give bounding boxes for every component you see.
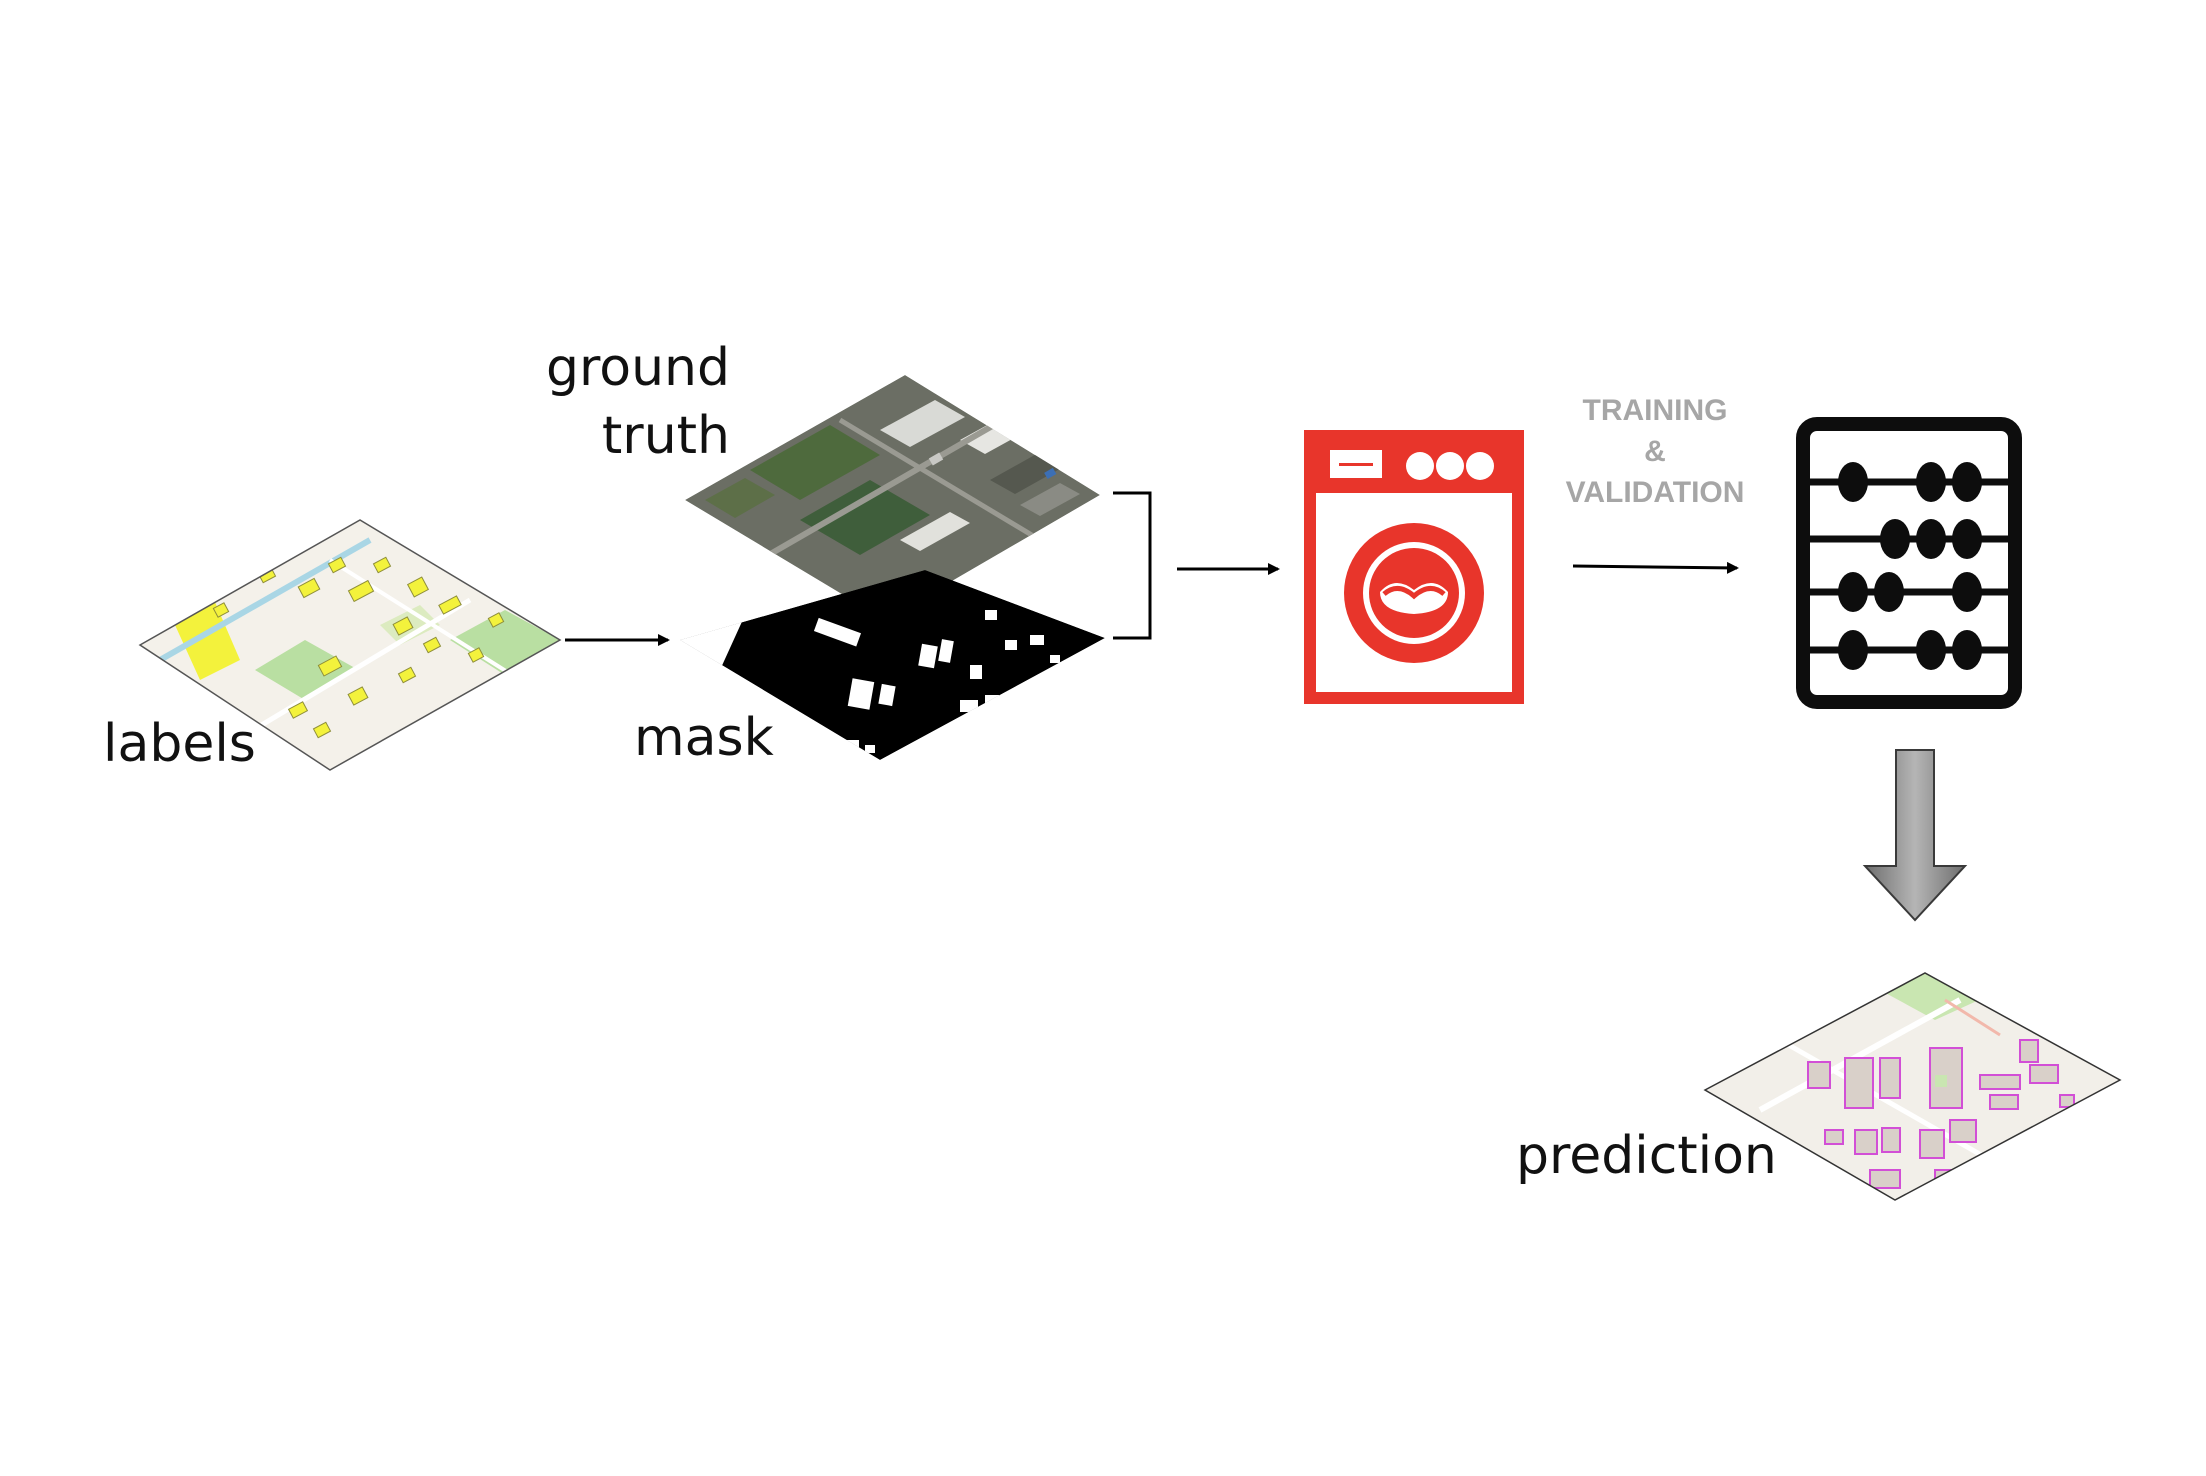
validation-text: VALIDATION xyxy=(1565,476,1745,509)
mask-caption: mask xyxy=(634,708,774,768)
merge-bracket xyxy=(1113,491,1152,640)
labels-map-tile xyxy=(138,519,562,771)
abacus-icon xyxy=(1796,417,2022,709)
machine-to-model-arrow xyxy=(1572,561,1739,574)
training-validation-label: TRAINING & VALIDATION xyxy=(1535,390,1775,513)
down-arrow-icon xyxy=(1862,749,1968,922)
ampersand-text: & xyxy=(1644,435,1666,468)
prediction-map-tile xyxy=(1703,972,2122,1201)
ground-truth-aerial-tile xyxy=(685,375,1100,620)
prediction-caption: prediction xyxy=(1516,1126,1777,1186)
labels-caption: labels xyxy=(103,714,256,774)
ground-truth-caption-line1: ground xyxy=(546,338,730,398)
training-text: TRAINING xyxy=(1582,394,1728,427)
washing-machine-icon xyxy=(1304,430,1524,704)
ground-truth-caption-line2: truth xyxy=(601,406,730,466)
